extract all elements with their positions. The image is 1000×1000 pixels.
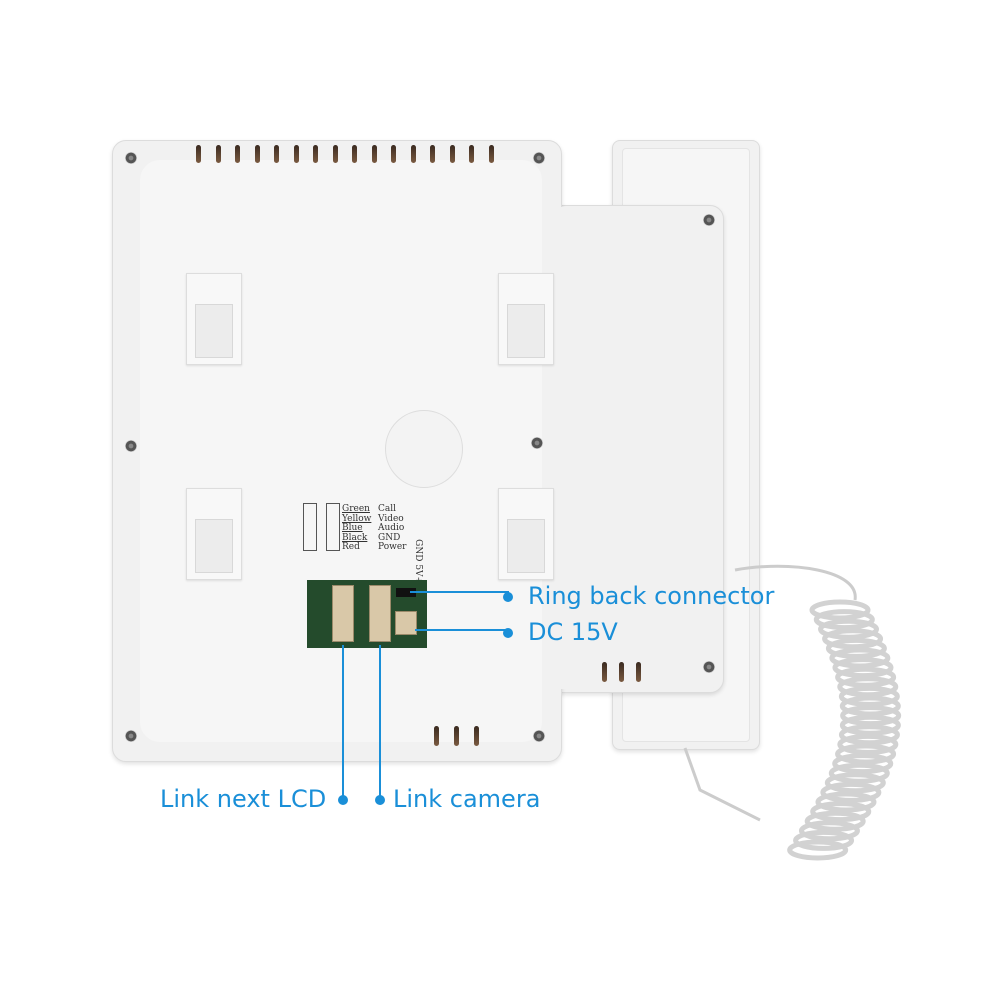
wiring-row: Green Call bbox=[342, 504, 406, 515]
wire-function: GND bbox=[378, 532, 401, 543]
callout-link-camera: Link camera bbox=[393, 785, 541, 813]
cord-coil bbox=[818, 618, 880, 640]
callout-dot bbox=[503, 628, 513, 638]
cord-coil bbox=[838, 724, 900, 746]
vent-slot bbox=[449, 145, 455, 163]
link-camera-connector bbox=[369, 585, 391, 642]
vent-slot bbox=[352, 145, 357, 163]
wire-color: Red bbox=[342, 542, 360, 552]
vent-slot bbox=[410, 145, 416, 163]
callout-dot bbox=[503, 592, 513, 602]
cord-coil bbox=[804, 810, 866, 832]
screw-icon bbox=[533, 730, 545, 742]
cord-coil bbox=[813, 609, 875, 631]
link-lcd-connector bbox=[332, 585, 354, 642]
cord-coil bbox=[810, 801, 872, 823]
cord-coil bbox=[840, 705, 902, 727]
cord-coil bbox=[832, 657, 894, 679]
vent-slot bbox=[215, 145, 221, 163]
mount-bracket bbox=[498, 488, 554, 580]
cord-coil bbox=[837, 733, 899, 755]
vent-slot bbox=[313, 145, 318, 163]
callout-dot bbox=[375, 795, 385, 805]
vent-slot bbox=[434, 726, 439, 746]
vent-slot bbox=[602, 662, 607, 682]
mount-bracket bbox=[186, 273, 242, 365]
vent-slot bbox=[196, 145, 201, 163]
vent-slot bbox=[454, 726, 459, 746]
wiring-row: Red Power bbox=[342, 542, 407, 553]
wire-color: Black bbox=[342, 532, 368, 543]
wire-function: Video bbox=[378, 513, 404, 524]
callout-link-lcd: Link next LCD bbox=[160, 785, 327, 813]
cord-coil bbox=[835, 666, 897, 688]
callout-line bbox=[415, 629, 509, 633]
mount-bracket bbox=[186, 488, 242, 580]
cord-coil bbox=[787, 839, 849, 861]
wiring-row: Blue Audio bbox=[342, 523, 406, 534]
vent-slot bbox=[391, 145, 396, 163]
cord-coil bbox=[839, 714, 901, 736]
cord-coil bbox=[798, 820, 860, 842]
center-boss bbox=[385, 410, 463, 488]
screw-icon bbox=[703, 214, 715, 226]
wire-function: Power bbox=[378, 542, 407, 552]
cord-coil bbox=[820, 781, 882, 803]
screw-icon bbox=[531, 437, 543, 449]
wire-color: Blue bbox=[342, 523, 363, 533]
circuit-board bbox=[307, 580, 427, 648]
callout-ring-back: Ring back connector bbox=[528, 582, 775, 610]
cord-coil bbox=[832, 753, 894, 775]
screw-icon bbox=[703, 661, 715, 673]
cord-coil bbox=[828, 762, 890, 784]
screw-icon bbox=[125, 152, 137, 164]
wire-function: Audio bbox=[378, 523, 405, 533]
cord-coil bbox=[839, 695, 901, 717]
cord-coil bbox=[822, 628, 884, 650]
screw-icon bbox=[125, 730, 137, 742]
cord-coil bbox=[824, 772, 886, 794]
vent-slot bbox=[430, 145, 435, 163]
vent-slot bbox=[371, 145, 377, 163]
vent-slot bbox=[293, 145, 299, 163]
cord-coil bbox=[809, 599, 871, 621]
wiring-row: Yellow Video bbox=[342, 513, 406, 525]
vent-slot bbox=[636, 662, 641, 682]
vent-slot bbox=[274, 145, 279, 163]
callout-dc: DC 15V bbox=[528, 618, 618, 646]
cord-coil bbox=[837, 676, 899, 698]
vent-slot bbox=[254, 145, 260, 163]
screw-icon bbox=[533, 152, 545, 164]
callout-dot bbox=[338, 795, 348, 805]
cord-coil bbox=[838, 685, 900, 707]
cord-coil bbox=[825, 637, 887, 659]
wire-color: Yellow bbox=[342, 513, 372, 524]
cord-coil bbox=[815, 791, 877, 813]
vent-slot bbox=[332, 145, 338, 163]
vent-slot bbox=[488, 145, 494, 163]
cord-coil bbox=[829, 647, 891, 669]
vent-slot bbox=[619, 662, 624, 682]
wire-color: Green bbox=[342, 504, 370, 514]
vent-slot bbox=[469, 145, 474, 163]
cord-coil bbox=[835, 743, 897, 765]
vent-slot bbox=[474, 726, 479, 746]
dc-connector bbox=[395, 611, 417, 635]
screw-icon bbox=[125, 440, 137, 452]
cord-coil bbox=[793, 829, 855, 851]
ring-back-connector bbox=[396, 588, 416, 597]
wiring-row: Black GND bbox=[342, 532, 406, 544]
vent-slot bbox=[235, 145, 240, 163]
wire-function: Call bbox=[378, 504, 397, 514]
callout-line bbox=[410, 591, 509, 597]
mount-bracket bbox=[498, 273, 554, 365]
